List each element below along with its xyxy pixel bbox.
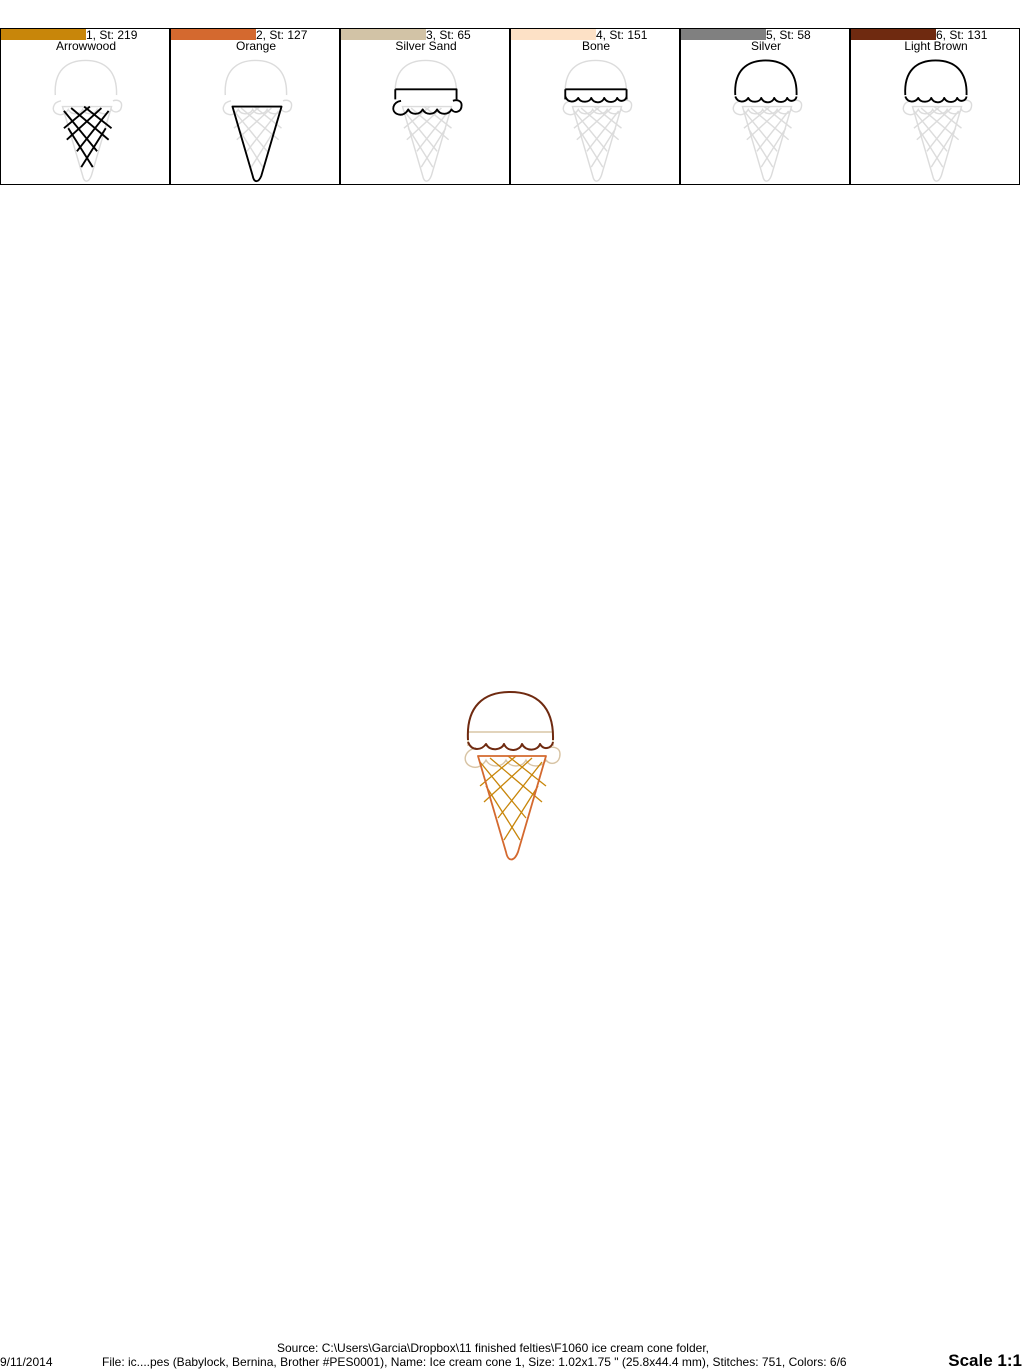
- thread-stitch-count: 6, St: 131: [936, 28, 988, 42]
- thread-step-preview: [222, 59, 293, 183]
- source-path: Source: C:\Users\Garcia\Dropbox\11 finis…: [277, 1341, 709, 1355]
- print-date: 9/11/2014: [0, 1355, 53, 1369]
- thread-color-bar: [341, 29, 426, 40]
- ghost-design-outline: [902, 59, 973, 182]
- thread-color-bar: [681, 29, 766, 40]
- ghost-design-outline: [222, 59, 293, 182]
- ghost-design-outline: [732, 59, 803, 182]
- file-info: File: ic....pes (Babylock, Bernina, Brot…: [102, 1355, 847, 1369]
- thread-stitch-count: 3, St: 65: [426, 28, 471, 42]
- ghost-design-outline: [392, 59, 463, 182]
- thread-stitch-count: 4, St: 151: [596, 28, 648, 42]
- band-top-stitches: [392, 88, 463, 116]
- thread-step-preview: [732, 59, 803, 182]
- thread-step-preview: [902, 59, 973, 182]
- ghost-design-outline: [562, 59, 633, 182]
- cone-outline-stitches: [477, 755, 547, 861]
- cone-outline-stitches: [231, 105, 283, 183]
- thread-color-name: Bone: [581, 39, 611, 53]
- thread-color-name: Arrowwood: [55, 39, 117, 53]
- thread-color-name: Orange: [235, 39, 277, 53]
- thread-color-bar: [1, 29, 86, 40]
- thread-step-preview: [392, 59, 463, 182]
- thread-step-preview: [52, 59, 123, 182]
- thread-stitch-count: 1, St: 219: [86, 28, 138, 42]
- scoop-bold-stitches: [904, 59, 968, 104]
- cone-lattice-stitches: [479, 755, 547, 841]
- thread-step-preview: [562, 59, 633, 182]
- scoop-bold-stitches: [466, 691, 555, 751]
- thread-color-bar: [511, 29, 596, 40]
- thread-stitch-count: 2, St: 127: [256, 28, 308, 42]
- scoop-light-stitches: [734, 59, 798, 104]
- thread-color-name: Silver: [750, 39, 781, 53]
- thread-color-name: Silver Sand: [395, 39, 457, 53]
- thread-stitch-count: 5, St: 58: [766, 28, 811, 42]
- band-bottom-stitches: [564, 88, 628, 104]
- thread-color-bar: [171, 29, 256, 40]
- thread-color-name: Light Brown: [904, 39, 968, 53]
- scale-label: Scale 1:1: [948, 1351, 1022, 1370]
- embroidery-design-preview: [464, 691, 561, 861]
- cone-lattice-stitches: [63, 105, 113, 168]
- thread-color-bar: [851, 29, 936, 40]
